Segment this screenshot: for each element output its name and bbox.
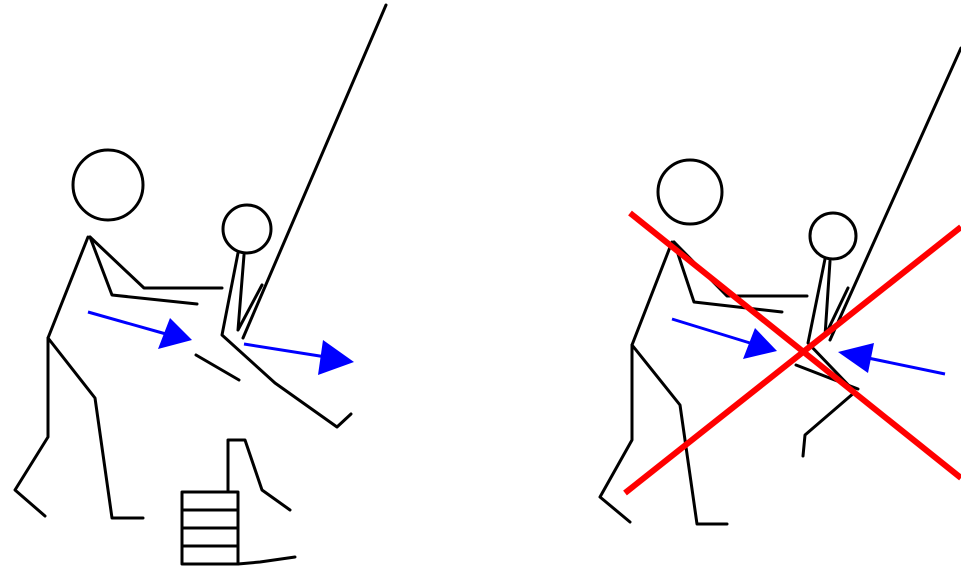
adult-head bbox=[658, 160, 722, 224]
cross-line-1 bbox=[630, 213, 961, 478]
adult-upper-arm bbox=[674, 242, 807, 296]
adult-back-leg bbox=[15, 338, 48, 516]
adult-back-leg bbox=[600, 345, 632, 522]
swing-seat bbox=[196, 355, 239, 380]
swing-rope bbox=[243, 5, 386, 338]
push-arrows-correct bbox=[88, 312, 354, 375]
cross-mark-icon bbox=[625, 213, 961, 493]
push-arrow-2-head bbox=[318, 340, 354, 375]
adult-upper-arm bbox=[90, 237, 222, 288]
push-arrow-2-head bbox=[838, 343, 874, 373]
push-arrow-1-shaft bbox=[88, 312, 166, 334]
cross-line-2 bbox=[625, 227, 961, 493]
adult-head bbox=[73, 150, 143, 220]
push-arrow-1-shaft bbox=[672, 319, 750, 343]
child-figure bbox=[196, 205, 351, 427]
adult-body-front-leg bbox=[48, 237, 143, 518]
adult-figure bbox=[15, 150, 222, 518]
panel-incorrect bbox=[600, 48, 961, 524]
adult-lower-arm bbox=[674, 242, 782, 312]
swing-rope bbox=[830, 48, 961, 340]
adult-lower-arm bbox=[90, 237, 197, 304]
adult-body-front-leg bbox=[632, 242, 727, 524]
child-head bbox=[223, 205, 271, 253]
wrist bbox=[238, 557, 295, 564]
push-arrow-2-shaft bbox=[868, 358, 945, 374]
child-head bbox=[810, 213, 856, 259]
push-arrow-2-shaft bbox=[244, 344, 326, 357]
thumbs-up-icon bbox=[182, 440, 295, 564]
panel-correct bbox=[15, 5, 386, 564]
